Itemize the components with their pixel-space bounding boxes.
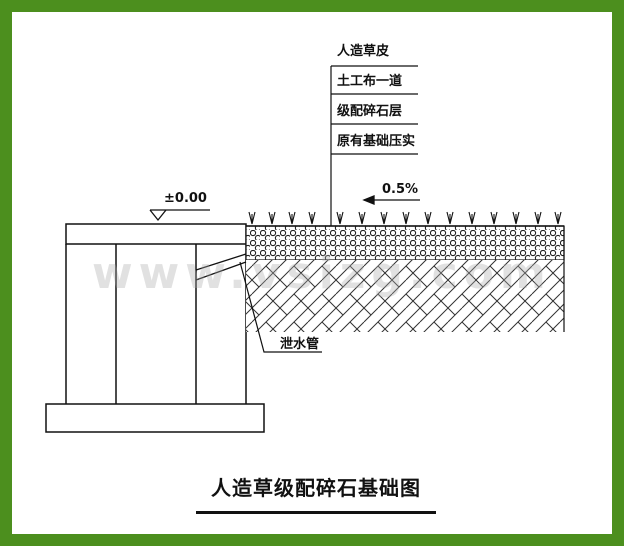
diagram-title: 人造草级配碎石基础图: [211, 476, 421, 500]
slope-label: 0.5%: [382, 182, 419, 197]
drain-pipe-label: 泄水管: [280, 337, 320, 352]
slope-arrow: [362, 195, 420, 205]
compacted-base-layer: [246, 260, 564, 332]
layer-label-geotextile: 土工布一道: [337, 74, 403, 89]
elevation-marker: [149, 209, 210, 222]
watermark-text: www.vsizg.com: [92, 248, 552, 299]
layer-label-turf: 人造草皮: [337, 44, 390, 59]
layer-callout-lines: [330, 65, 418, 226]
drain-pipe-leader: [239, 261, 322, 353]
elevation-label: ±0.00: [164, 191, 207, 206]
layer-label-gravel: 级配碎石层: [337, 104, 403, 119]
grass-blades: [248, 211, 562, 225]
title-underline: [196, 511, 436, 514]
layer-label-base: 原有基础压实: [337, 134, 416, 149]
drain-pipe: [195, 253, 247, 281]
